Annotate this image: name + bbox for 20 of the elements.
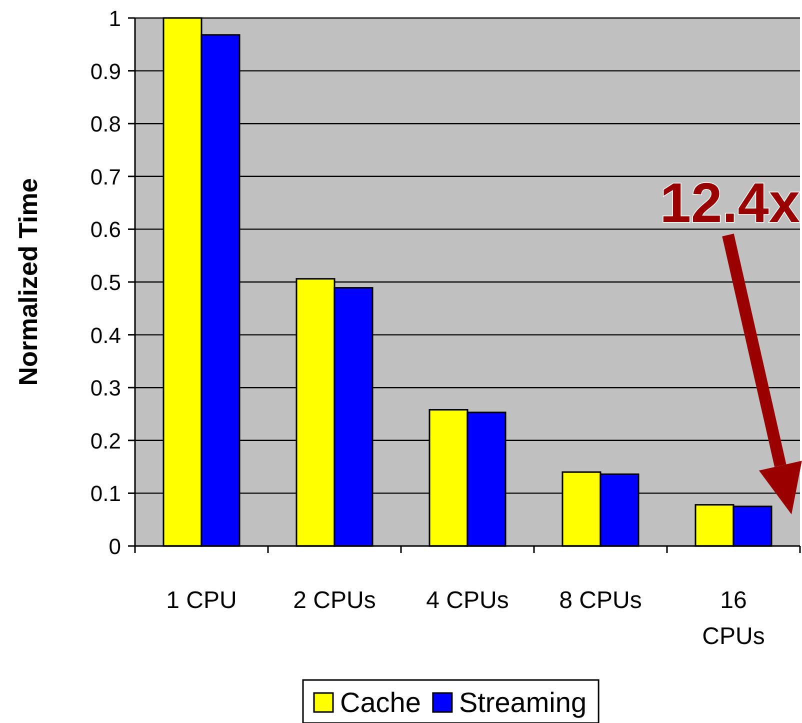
legend-label: Streaming (458, 687, 587, 718)
axis-tick-label: 0 (108, 534, 121, 559)
axis-tick-label: 0.8 (90, 112, 121, 137)
axis-tick-label: 1 (108, 6, 121, 31)
axis-tick-label: 0.2 (90, 428, 121, 454)
axis-tick-label: 2 CPUs (293, 587, 376, 614)
axis-tick-label: 16 CPUs (702, 587, 765, 650)
axis-tick-label: 0.1 (90, 481, 121, 506)
annotation-label: 12.4x (660, 171, 800, 234)
axis-tick-label: 0.9 (90, 58, 121, 84)
axis-tick-label: 0.3 (90, 376, 121, 401)
axis-tick-label: 0.4 (90, 322, 121, 348)
axis-tick-label: 0.6 (90, 217, 121, 242)
axis-tick-label: 1 CPU (166, 587, 237, 614)
axis-tick-label: 8 CPUs (559, 587, 642, 614)
axis-tick-label: 0.5 (90, 270, 121, 295)
axis-tick-label: 0.7 (90, 164, 121, 190)
legend-label: Cache (340, 687, 421, 718)
axis-tick-label: 4 CPUs (426, 587, 509, 614)
axis-title: Normalized Time (13, 178, 43, 386)
